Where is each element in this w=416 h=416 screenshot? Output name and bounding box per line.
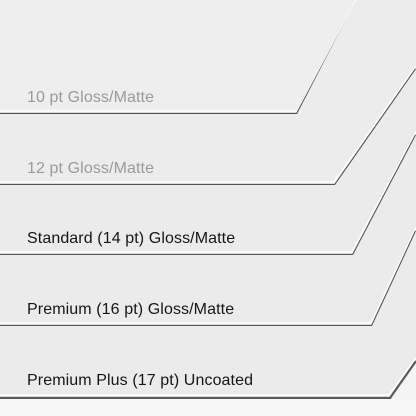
sheet-5 [0, 231, 416, 400]
stock-label-10pt: 10 pt Gloss/Matte [27, 89, 155, 106]
stock-label-12pt: 12 pt Gloss/Matte [27, 160, 155, 177]
stock-label-premium-16pt: Premium (16 pt) Gloss/Matte [27, 301, 235, 318]
stock-label-premium-plus-17pt: Premium Plus (17 pt) Uncoated [27, 372, 254, 389]
stock-label-standard-14pt: Standard (14 pt) Gloss/Matte [27, 230, 236, 247]
floor-area [0, 399, 416, 416]
